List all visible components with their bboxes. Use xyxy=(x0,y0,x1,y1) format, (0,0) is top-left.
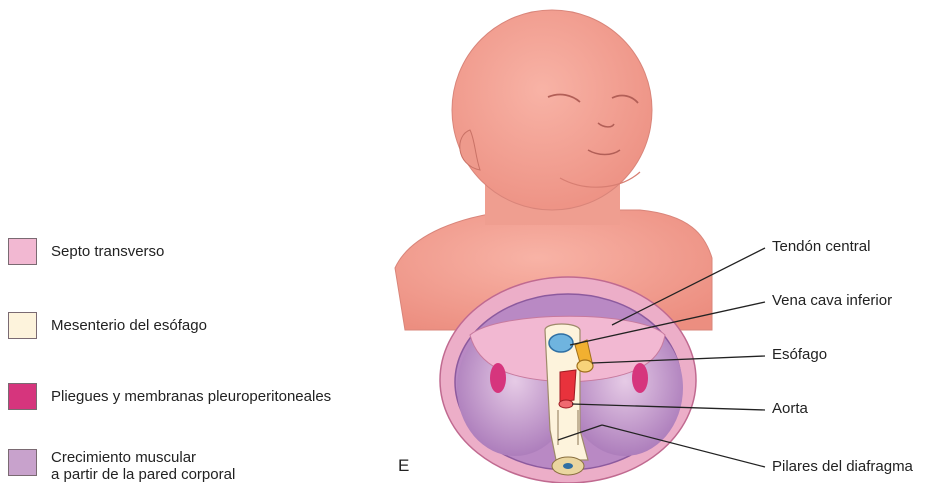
legend-label: Mesenterio del esófago xyxy=(51,317,207,334)
legend-line: Septo transverso xyxy=(51,243,164,260)
label-aorta: Aorta xyxy=(772,400,808,417)
panel-letter: E xyxy=(398,456,409,476)
legend-item: Pliegues y membranas pleuroperitoneales xyxy=(8,383,331,410)
legend-line: Pliegues y membranas pleuroperitoneales xyxy=(51,388,331,405)
legend-swatch xyxy=(8,449,37,476)
spinal-canal xyxy=(563,463,573,469)
legend-swatch xyxy=(8,383,37,410)
esophagus-opening xyxy=(577,360,593,372)
legend-line: a partir de la pared corporal xyxy=(51,466,235,483)
aorta-vessel xyxy=(560,370,576,402)
legend-line: Crecimiento muscular xyxy=(51,449,235,466)
label-vena-cava-inferior: Vena cava inferior xyxy=(772,292,892,309)
legend-line: Mesenterio del esófago xyxy=(51,317,207,334)
label-esofago: Esófago xyxy=(772,346,827,363)
legend-swatch xyxy=(8,312,37,339)
legend-swatch xyxy=(8,238,37,265)
baby-head xyxy=(452,10,652,210)
legend-label: Septo transverso xyxy=(51,243,164,260)
label-pilares-diafragma: Pilares del diafragma xyxy=(772,458,913,475)
legend-label: Pliegues y membranas pleuroperitoneales xyxy=(51,388,331,405)
label-tendon-central: Tendón central xyxy=(772,238,870,255)
pleuroperitoneal-right xyxy=(632,363,648,393)
legend-item: Septo transverso xyxy=(8,238,164,265)
aorta-opening xyxy=(559,400,573,408)
vena-cava-vessel xyxy=(549,334,573,352)
pleuroperitoneal-left xyxy=(490,363,506,393)
legend-item: Mesenterio del esófago xyxy=(8,312,207,339)
